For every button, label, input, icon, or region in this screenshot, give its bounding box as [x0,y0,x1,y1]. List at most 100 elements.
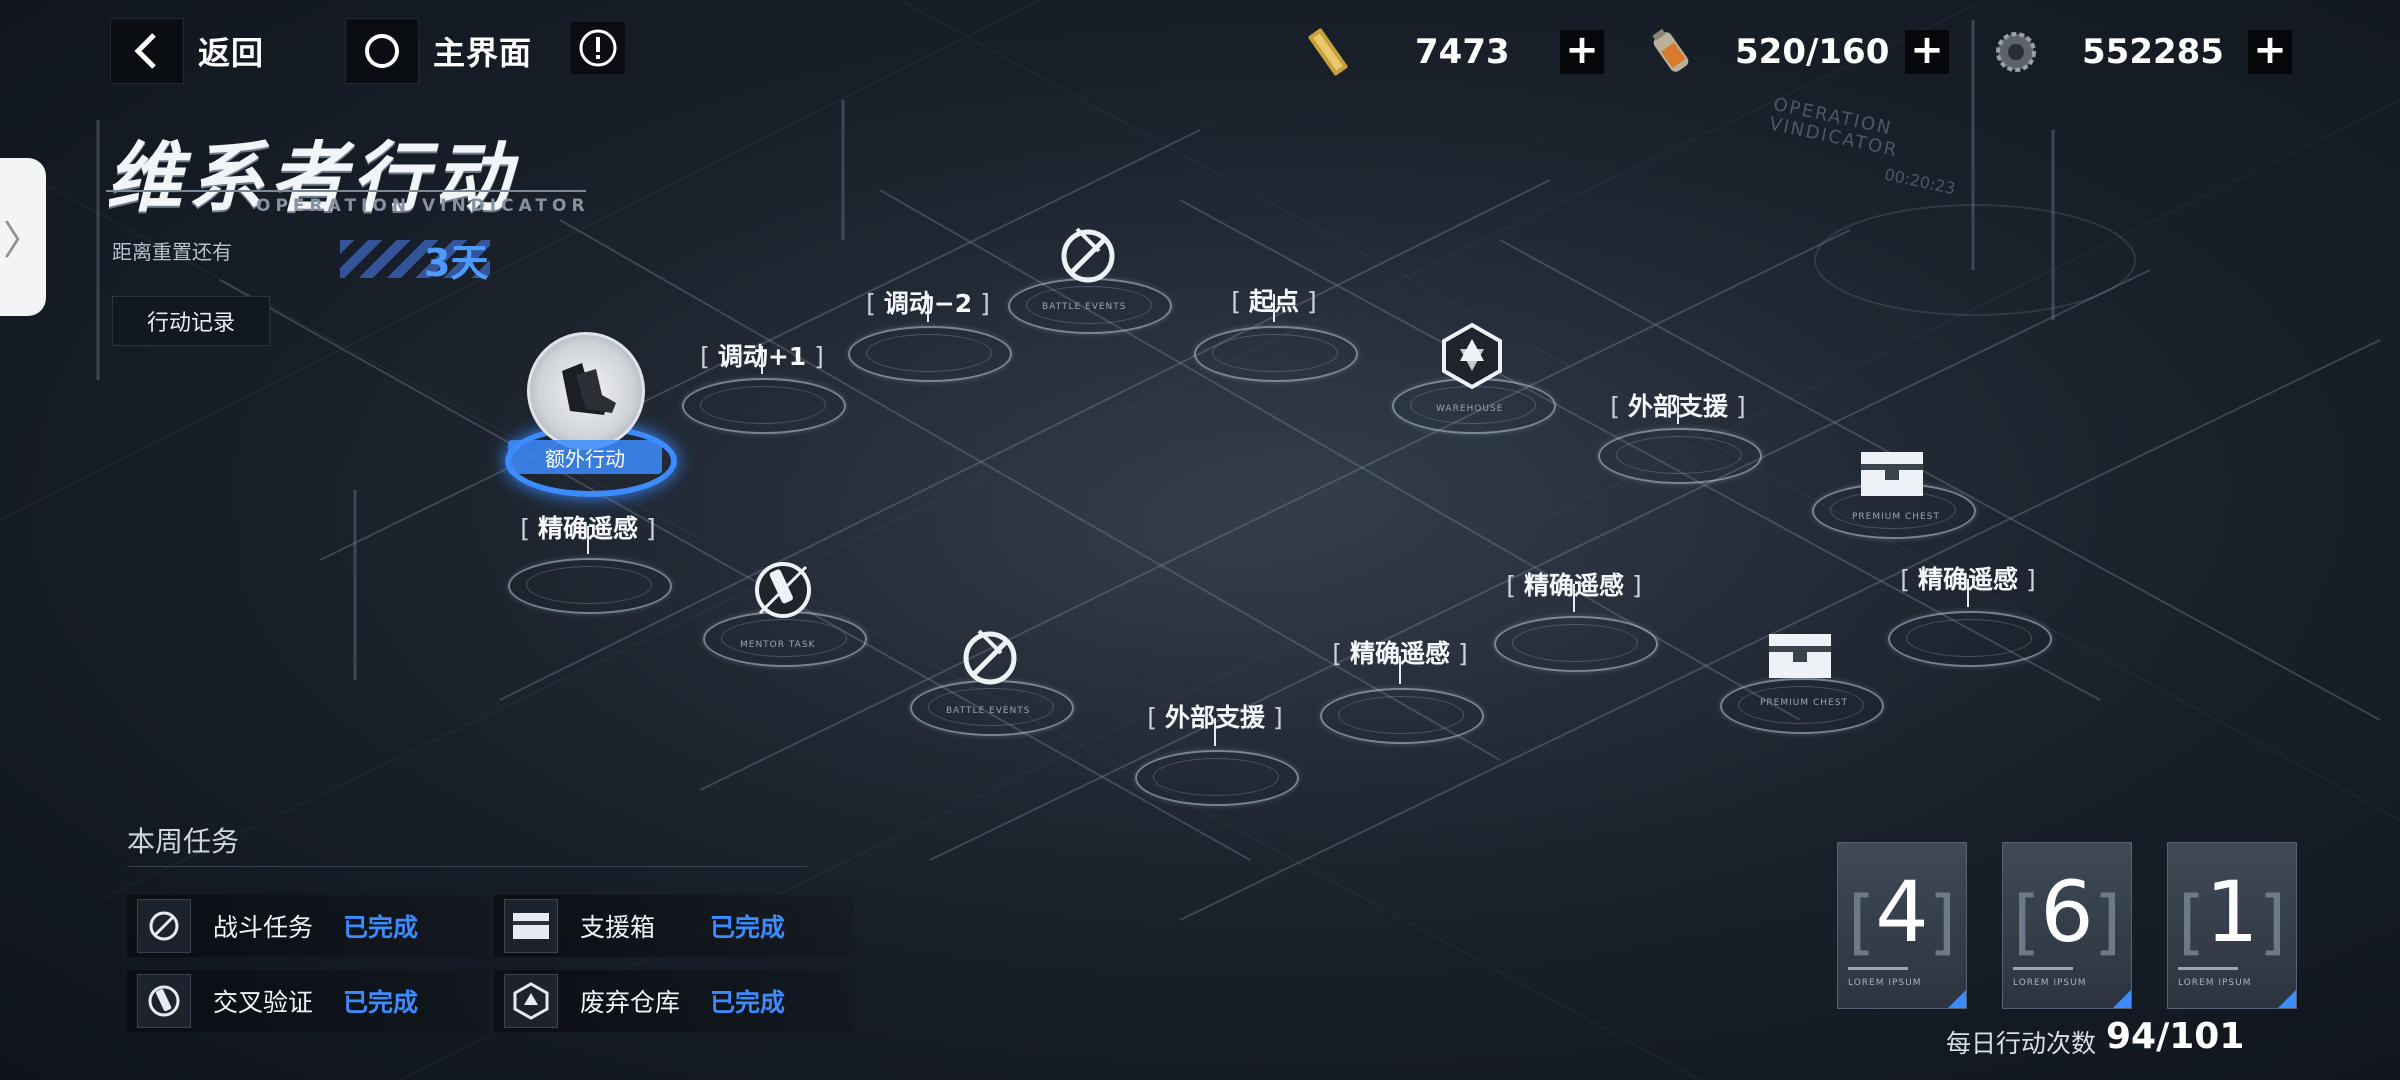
bracket-right: ] [2258,881,2286,963]
node-ring-inner [1212,334,1338,372]
back-button[interactable]: 返回 [110,18,265,84]
node-ring-inner [1338,696,1464,734]
task-battle-name: 战斗任务 [213,913,314,942]
task-probe[interactable]: 交叉验证 已完成 [127,970,487,1032]
add-energy-button[interactable]: + [1905,30,1949,74]
side-drawer-tab[interactable]: 〉 [0,158,46,316]
node-ring [1888,611,2052,667]
node-support-right-label: 外部支援 [1610,387,1746,423]
chevron-right-icon: 〉 [3,218,43,264]
resource-coin [1990,22,2042,82]
reset-countdown-label: 距离重置还有 [112,240,232,264]
player-avatar[interactable] [527,332,645,450]
battle-icon [1053,221,1123,295]
node-ring [1135,750,1299,806]
counter-card-2: [ ] 6 LOREM IPSUM [2002,842,2132,1009]
node-ring [1194,326,1358,382]
counter-digit-3: 1 [2205,863,2259,961]
probe-icon [748,555,818,629]
node-sense-left-label: 精确遥感 [520,509,656,545]
node-extra[interactable]: 额外行动 [508,440,662,474]
task-chest-status: 已完成 [710,913,786,942]
counter-digit-1: 4 [1875,863,1929,961]
node-ring-inner [1512,624,1638,662]
node-chest-bottom[interactable] [1720,650,1884,734]
task-chest-name: 支援箱 [580,913,656,942]
counter-line [2178,967,2238,970]
resource-coin-value: 552285 [2082,32,2224,72]
node-sense-mid[interactable] [1320,656,1484,744]
node-sense-mid-label: 精确遥感 [1332,634,1468,670]
node-move-minus-label: 调动−2 [866,284,990,320]
battle-icon [955,623,1025,697]
counter-card-3: [ ] 1 LOREM IPSUM [2167,842,2297,1009]
node-ring [1494,616,1658,672]
counter-corner [1948,990,1966,1008]
daily-actions-value: 94/101 [2106,1016,2245,1057]
task-battle[interactable]: 战斗任务 已完成 [127,895,487,957]
title-underline [106,190,586,192]
node-move-plus-label: 调动+1 [700,337,824,373]
info-button[interactable] [571,22,625,74]
bracket-left: [ [2013,881,2041,963]
battery-icon [1652,28,1689,72]
node-ring-inner [700,386,826,424]
exclamation-icon [579,29,617,67]
probe-task-icon [137,974,191,1028]
boots-icon [562,363,616,415]
warehouse-task-icon [504,974,558,1028]
add-coin-button[interactable]: + [2248,30,2292,74]
node-ring [1720,678,1884,734]
chest-caption-bottom: PREMIUM CHEST [1760,698,1848,708]
task-warehouse-name: 废弃仓库 [580,988,681,1017]
node-ring [682,378,846,434]
gear-coin-icon [1996,32,2036,72]
task-warehouse-status: 已完成 [710,988,786,1017]
node-support-bottom[interactable] [1135,718,1299,806]
bracket-right: ] [1928,881,1956,963]
node-ring-inner [1153,758,1279,796]
resource-gold-value: 7473 [1415,32,1510,72]
weekly-divider [127,866,807,867]
node-ring-inner [1616,436,1742,474]
node-stem [1399,656,1401,684]
counter-line [2013,967,2073,970]
warehouse-caption: WAREHOUSE [1436,404,1504,414]
reset-stripe-decoration [340,240,490,278]
chest-icon [1857,444,1927,504]
node-sense-right-label: 精确遥感 [1900,560,2036,596]
node-ring [508,558,672,614]
counter-digit-2: 6 [2040,863,2094,961]
node-ring-inner [1738,686,1864,724]
node-ring-inner [721,619,847,657]
battle-caption-top: BATTLE EVENTS [1042,302,1127,312]
task-warehouse[interactable]: 废弃仓库 已完成 [494,970,854,1032]
counter-corner [2278,990,2296,1008]
counter-caption-2: LOREM IPSUM [2013,978,2087,988]
node-ring-inner [866,334,992,372]
action-log-button[interactable]: 行动记录 [112,296,270,346]
daily-actions-label: 每日行动次数 [1946,1029,2097,1058]
home-circle-icon [345,18,419,84]
back-arrow-icon [110,18,184,84]
gold-ticket-icon [1308,28,1348,76]
chest-task-icon [504,899,558,953]
task-chest[interactable]: 支援箱 已完成 [494,895,854,957]
home-button[interactable]: 主界面 [345,18,532,84]
counter-line [1848,967,1908,970]
battle-task-icon [137,899,191,953]
bracket-left: [ [2178,881,2206,963]
bracket-right: ] [2093,881,2121,963]
battle-caption-bottom: BATTLE EVENTS [946,706,1031,716]
back-label: 返回 [198,34,265,72]
node-ring [848,326,1012,382]
reset-countdown-value: 3天 [424,241,489,285]
resource-gold [1300,22,1356,82]
add-gold-button[interactable]: + [1560,30,1604,74]
mentor-caption: MENTOR TASK [740,640,816,650]
node-ring-inner [526,566,652,604]
node-support-bottom-label: 外部支援 [1147,698,1283,734]
counter-caption-1: LOREM IPSUM [1848,978,1922,988]
counter-caption-3: LOREM IPSUM [2178,978,2252,988]
counter-corner [2113,990,2131,1008]
